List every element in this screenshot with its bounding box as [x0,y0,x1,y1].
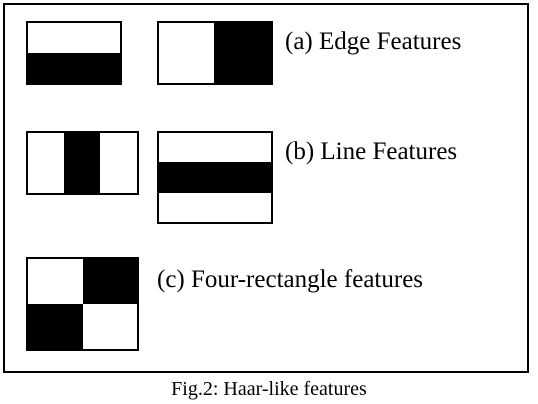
four-rectangle-feature [26,257,139,351]
line-horizontal-dark-band [159,162,271,193]
edge-features-label: (a) Edge Features [285,28,462,55]
line-features-label: (b) Line Features [285,138,458,165]
figure-caption: Fig.2: Haar-like features [171,378,367,400]
edge-feature-vertical [157,21,273,85]
edge-vertical-dark-half [214,23,271,83]
four-rect-dark-top-right [83,259,137,304]
figure-frame: (a) Edge Features (b) Line Features (c) … [3,3,529,373]
line-feature-horizontal [157,131,273,224]
line-vertical-dark-band [64,133,100,193]
line-feature-vertical [26,131,139,195]
edge-feature-horizontal [26,21,122,85]
four-rectangle-features-label: (c) Four-rectangle features [157,266,424,293]
edge-horizontal-dark-half [28,53,120,83]
four-rect-dark-bottom-left [28,304,83,349]
